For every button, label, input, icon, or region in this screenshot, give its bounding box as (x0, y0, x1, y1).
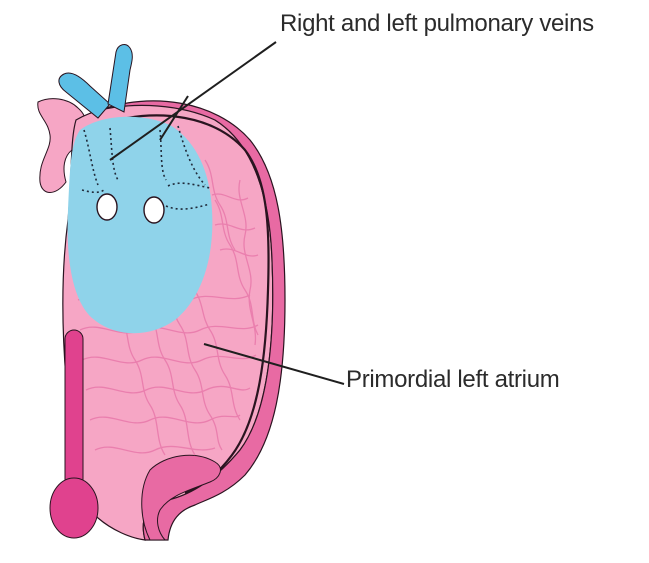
left-pulmonary-vein-opening (144, 197, 164, 223)
septum-shaft (65, 330, 83, 488)
pulmonary-veins-label: Right and left pulmonary veins (280, 12, 594, 36)
pulmonary-vein-region (68, 117, 213, 333)
septum-bulb (50, 478, 98, 538)
primordial-left-atrium-label: Primordial left atrium (346, 368, 559, 392)
right-vein-tube (108, 45, 132, 112)
right-pulmonary-vein-opening (97, 194, 117, 220)
